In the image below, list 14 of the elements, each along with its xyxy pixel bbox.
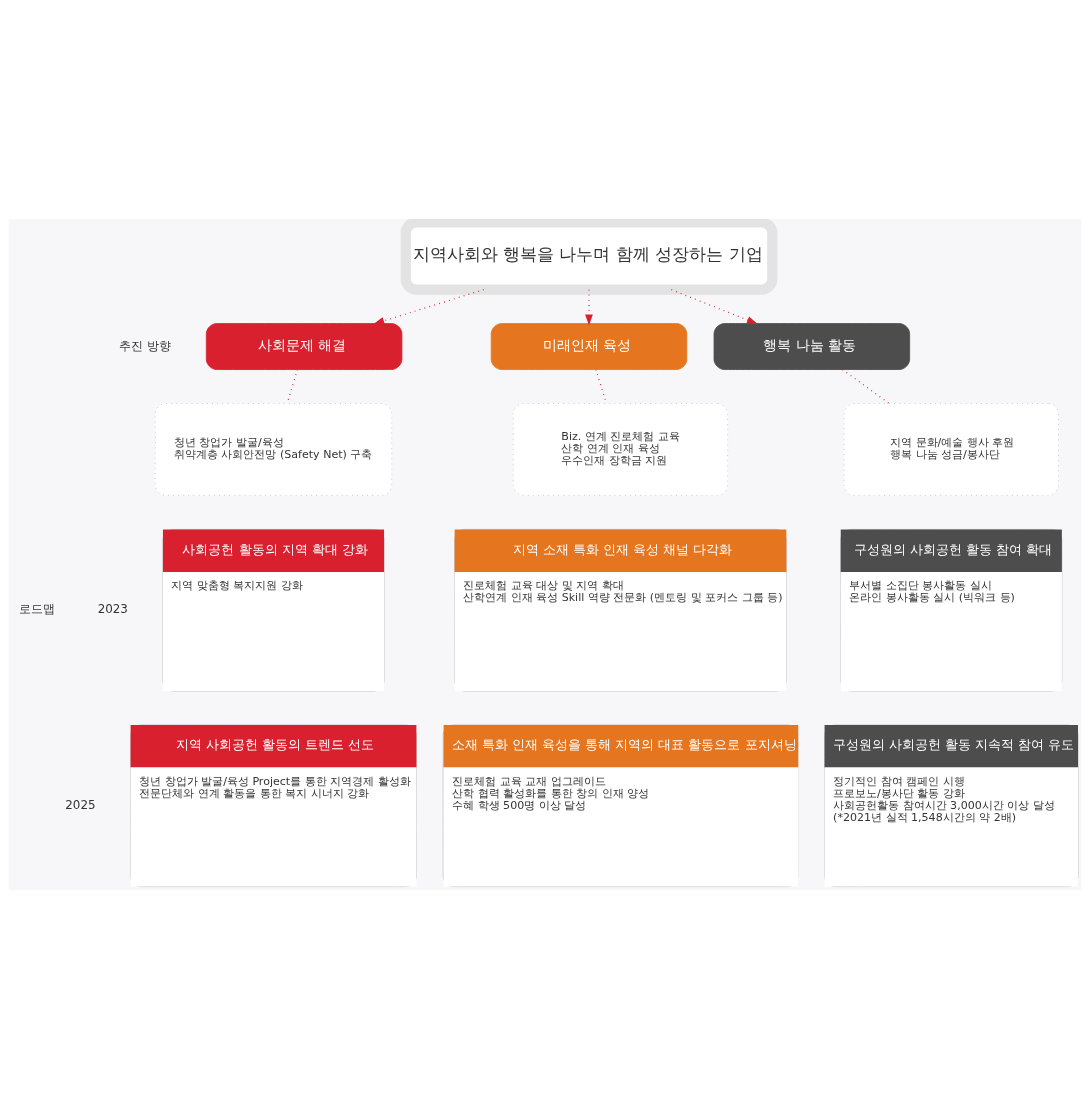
node-box: 지역 문화/예술 행사 후원 행복 나눔 성금/봉사단: [843, 403, 1059, 496]
label: 추진 방향: [119, 338, 171, 353]
label: 로드맵: [19, 602, 56, 617]
node-box: 행복 나눔 활동: [713, 323, 911, 370]
label: 2023: [97, 602, 128, 617]
arrow: [373, 289, 485, 325]
node-box: 청년 창업가 발굴/육성 취약계층 사회안전망 (Safety Net) 구축: [154, 403, 393, 496]
node-box: Biz. 연계 진로체험 교육 산학 연계 인재 육성 우수인재 장학금 지원: [512, 403, 729, 496]
label: 2025: [65, 797, 96, 812]
node-box: 사회문제 해결: [205, 323, 403, 370]
arrow: [670, 289, 758, 325]
node-box: 미래인재 육성: [490, 323, 688, 370]
arrow: [585, 289, 593, 326]
node-box: 지역사회와 행복을 나누며 함께 성장하는 기업: [400, 219, 778, 295]
